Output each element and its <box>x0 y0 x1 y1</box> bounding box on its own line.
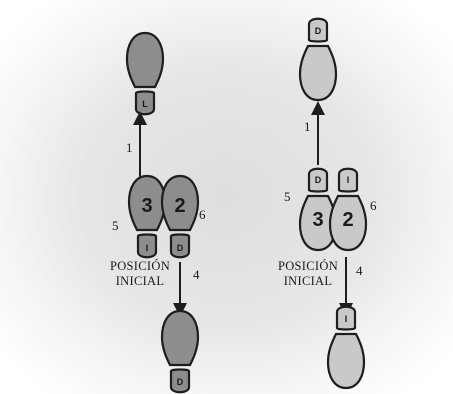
left-bottom-heel-letter: D <box>177 377 184 387</box>
right-foot-number-2: 2 <box>342 209 353 231</box>
right-initial-right-foot: 2 I <box>330 169 366 250</box>
right-step-4: 4 <box>356 263 363 278</box>
right-caption-line1: POSICIÓN <box>278 259 338 273</box>
left-top-heel-letter: L <box>142 99 148 109</box>
left-caption-line1: POSICIÓN <box>110 259 170 273</box>
right-caption-line2: INICIAL <box>284 274 333 288</box>
right-left-heel-letter: D <box>315 175 322 185</box>
left-diagram: L 1 3 I 2 D 5 6 POSICIÓN INICIAL <box>110 33 206 392</box>
right-initial-left-foot: 3 D <box>300 169 336 250</box>
left-step-1: 1 <box>126 140 133 155</box>
left-foot-heel-letter: I <box>146 243 149 253</box>
left-step-6: 6 <box>199 207 206 222</box>
right-step-1: 1 <box>304 119 311 134</box>
right-step-5: 5 <box>284 189 291 204</box>
left-initial-right-foot: 2 D <box>162 176 198 257</box>
left-top-footprint: L <box>127 33 163 114</box>
right-step-6: 6 <box>370 198 377 213</box>
right-foot-heel-letter: D <box>177 243 184 253</box>
left-foot-number-3: 3 <box>141 195 152 217</box>
right-top-footprint: D <box>300 19 336 100</box>
right-diagram: D 1 3 D 2 I 5 6 POSICIÓN INICIAL <box>278 19 377 388</box>
left-caption-line2: INICIAL <box>116 274 165 288</box>
left-step-4: 4 <box>193 267 200 282</box>
right-foot-number-3: 3 <box>312 209 323 231</box>
left-bottom-footprint: D <box>162 311 198 392</box>
right-top-heel-letter: D <box>315 26 322 36</box>
right-foot-number-2: 2 <box>174 195 185 217</box>
left-step-5: 5 <box>112 218 119 233</box>
left-initial-left-foot: 3 I <box>129 176 165 257</box>
right-bottom-footprint: I <box>328 307 364 388</box>
right-right-heel-letter: I <box>347 175 350 185</box>
right-bottom-heel-letter: I <box>345 314 348 324</box>
